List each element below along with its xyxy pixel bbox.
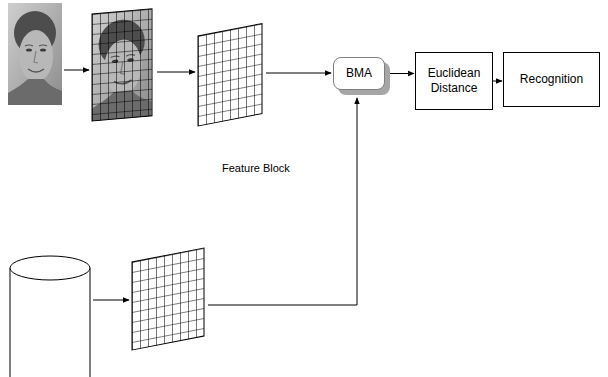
caption-label: Feature Block: [222, 162, 290, 174]
database-grid: [132, 248, 204, 350]
flow-arrow: [385, 73, 414, 74]
flow-arrow: [493, 81, 502, 82]
feature-block-grid: [198, 24, 262, 126]
box-text: Recognition: [520, 72, 583, 87]
box-text: Euclidean Distance: [420, 66, 488, 96]
process-box: BMA: [333, 57, 385, 90]
gridded-face: [92, 9, 152, 121]
face-photo: [8, 3, 62, 105]
process-box: Euclidean Distance: [415, 52, 493, 110]
database-cylinder: [10, 256, 90, 377]
process-box: Recognition: [503, 52, 600, 107]
flow-arrows: [64, 70, 357, 305]
box-text: BMA: [346, 66, 372, 81]
